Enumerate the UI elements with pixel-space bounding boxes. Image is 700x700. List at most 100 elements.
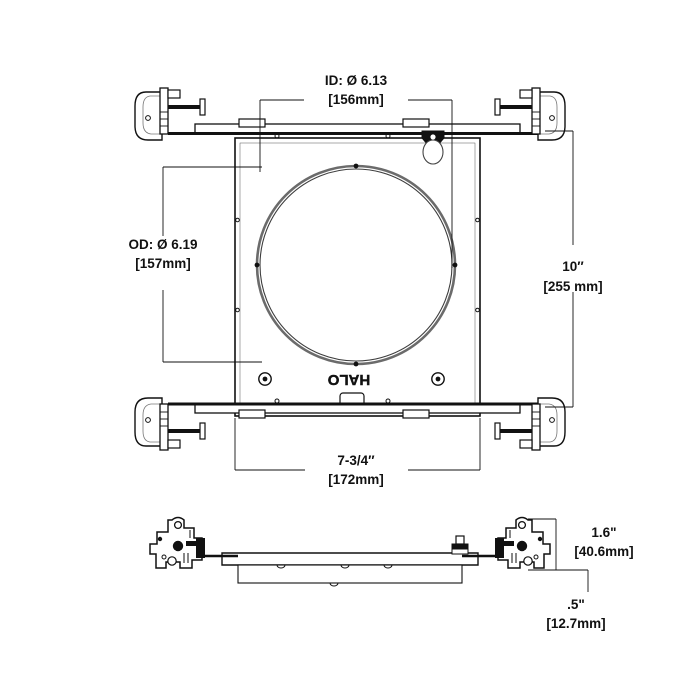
- clip-cap-inner-bl: [142, 403, 161, 443]
- dim-bracket-height-metric: [40.6mm]: [574, 544, 633, 559]
- dim-frame-width: [234, 418, 481, 471]
- housing-detents: [276, 564, 393, 569]
- clip-body-tl: [159, 87, 169, 135]
- connector-cap: [451, 543, 469, 550]
- side-elevation-view: [149, 516, 551, 587]
- dimension-lines-plan: [162, 99, 574, 471]
- bracket-hole-side-left: [161, 554, 167, 560]
- clip-cap-inner-br: [539, 403, 558, 443]
- hanger-clip-top-left: [134, 87, 206, 141]
- bracket-boss-left: [172, 540, 184, 552]
- dimension-lines-elevation: [528, 518, 589, 592]
- bracket-boss-right: [516, 540, 528, 552]
- top-rail-clip-left: [238, 118, 266, 128]
- bracket-slot-left: [186, 541, 198, 546]
- bracket-pin-left: [157, 536, 163, 542]
- hanger-clip-bottom-right: [494, 397, 566, 451]
- clip-head-bl: [167, 439, 181, 449]
- plan-view: HALO: [134, 87, 566, 451]
- hanger-clip-top-right: [494, 87, 566, 141]
- dim-bracket-height: [528, 518, 557, 571]
- quadrant-point-top: [353, 163, 359, 169]
- inner-diameter-circle: [259, 168, 453, 362]
- elevation-connector: [451, 535, 469, 555]
- dim-height-label: 10″: [562, 259, 584, 274]
- clip-screw-head-bl: [199, 422, 206, 440]
- top-rail-hole-right: [385, 133, 391, 139]
- housing-lower-body: [237, 564, 463, 584]
- dim-housing-depth: [556, 569, 589, 592]
- bracket-ribs-left: [183, 530, 195, 563]
- connector-stem: [455, 535, 465, 545]
- clip-cap-inner-tl: [142, 95, 161, 135]
- dim-housing-depth-label: .5": [567, 597, 585, 612]
- clip-hole-tr: [549, 115, 555, 121]
- dim-width-label: 7-3/4″: [337, 453, 375, 468]
- clip-cap-inner-tr: [539, 95, 558, 135]
- housing-bottom-detent: [329, 582, 339, 587]
- clip-ribs-tl: [160, 111, 168, 127]
- hanger-clip-bottom-left: [134, 397, 206, 451]
- elevation-bracket-right: [495, 516, 551, 569]
- clip-screw-head-tl: [199, 98, 206, 116]
- top-rail-clip-right: [402, 118, 430, 128]
- clip-head-tl: [167, 89, 181, 99]
- bottom-rail-clip-right: [402, 409, 430, 419]
- clip-body-tr: [531, 87, 541, 135]
- quadrant-point-left: [254, 262, 260, 268]
- housing-profile: [221, 552, 479, 587]
- clip-ribs-br: [532, 411, 540, 427]
- clip-ribs-bl: [160, 411, 168, 427]
- screw-boss-right: [431, 372, 445, 386]
- dim-width-metric: [172mm]: [328, 472, 384, 487]
- socket-lamp: [422, 139, 444, 165]
- mounting-screw-bosses: [258, 372, 445, 386]
- clip-hole-bl: [145, 417, 151, 423]
- dim-outer-diameter: [162, 166, 262, 363]
- clip-ribs-tr: [532, 111, 540, 127]
- clip-hole-br: [549, 417, 555, 423]
- bracket-slot-right: [502, 541, 514, 546]
- top-bar-hanger: [168, 118, 545, 139]
- dim-od-metric: [157mm]: [135, 256, 191, 271]
- quadrant-point-right: [452, 262, 458, 268]
- dim-id-label: ID: Ø 6.13: [325, 73, 388, 88]
- dim-overall-height: [545, 130, 574, 408]
- halo-logo: HALO: [327, 371, 370, 388]
- dim-housing-depth-metric: [12.7mm]: [546, 616, 605, 631]
- bottom-rail-clip-left: [238, 409, 266, 419]
- clip-head-br: [519, 439, 533, 449]
- top-rail-hole-left: [274, 133, 280, 139]
- bracket-dark-edge-left: [196, 538, 205, 558]
- dim-inner-diameter: [259, 99, 453, 268]
- bracket-ribs-right: [505, 530, 517, 563]
- clip-body-bl: [159, 403, 169, 451]
- connector-base: [451, 548, 469, 555]
- halo-logo-text: HALO: [327, 371, 370, 388]
- bracket-hole-lower-right: [523, 556, 533, 566]
- bracket-hole-lower-left: [167, 556, 177, 566]
- bracket-hole-top-right: [517, 520, 527, 530]
- socket-center: [430, 134, 436, 140]
- bracket-pin-right: [537, 536, 543, 542]
- dim-id-metric: [156mm]: [328, 92, 384, 107]
- clip-screw-head-tr: [494, 98, 501, 116]
- clip-head-tr: [519, 89, 533, 99]
- frame-edge-ticks: [235, 217, 480, 313]
- lamp-socket-detail: [421, 130, 445, 165]
- bracket-hole-top-left: [173, 520, 183, 530]
- aperture-circles: [254, 163, 458, 367]
- screw-boss-left: [258, 372, 272, 386]
- bracket-hole-side-right: [533, 554, 539, 560]
- bottom-bar-hanger: [168, 398, 545, 419]
- bottom-rail-hole-left: [274, 398, 280, 404]
- dim-od-label: OD: Ø 6.19: [128, 237, 197, 252]
- clip-hole-tl: [145, 115, 151, 121]
- dim-bracket-height-label: 1.6": [591, 525, 616, 540]
- elevation-bracket-left: [149, 516, 205, 569]
- clip-screw-head-br: [494, 422, 501, 440]
- bracket-dark-edge-right: [495, 538, 504, 558]
- quadrant-point-bottom: [353, 361, 359, 367]
